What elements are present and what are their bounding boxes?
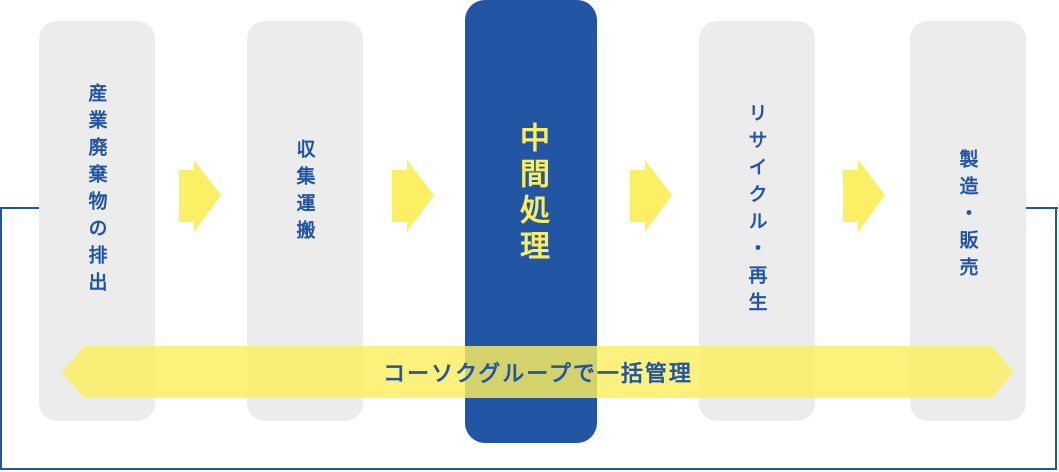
step-label: リサイクル・再生 — [745, 103, 768, 319]
step-label: 中間処理 — [514, 122, 549, 266]
step-label: 産業廃棄物の排出 — [85, 83, 108, 299]
cycle-frame-line-right — [1025, 207, 1058, 209]
arrow-right-icon — [392, 160, 434, 232]
arrow-right-icon — [179, 160, 221, 232]
cycle-frame-line-left — [0, 207, 40, 209]
arrow-right-icon — [843, 160, 885, 232]
arrow-right-icon — [630, 160, 672, 232]
unified-management-label: コーソクグループで一括管理 — [383, 362, 693, 387]
step-label: 製造・販売 — [956, 149, 979, 284]
double-arrow-band-icon — [62, 346, 1014, 398]
cycle-frame-line — [0, 208, 1057, 470]
step-label: 収集運搬 — [293, 139, 316, 247]
